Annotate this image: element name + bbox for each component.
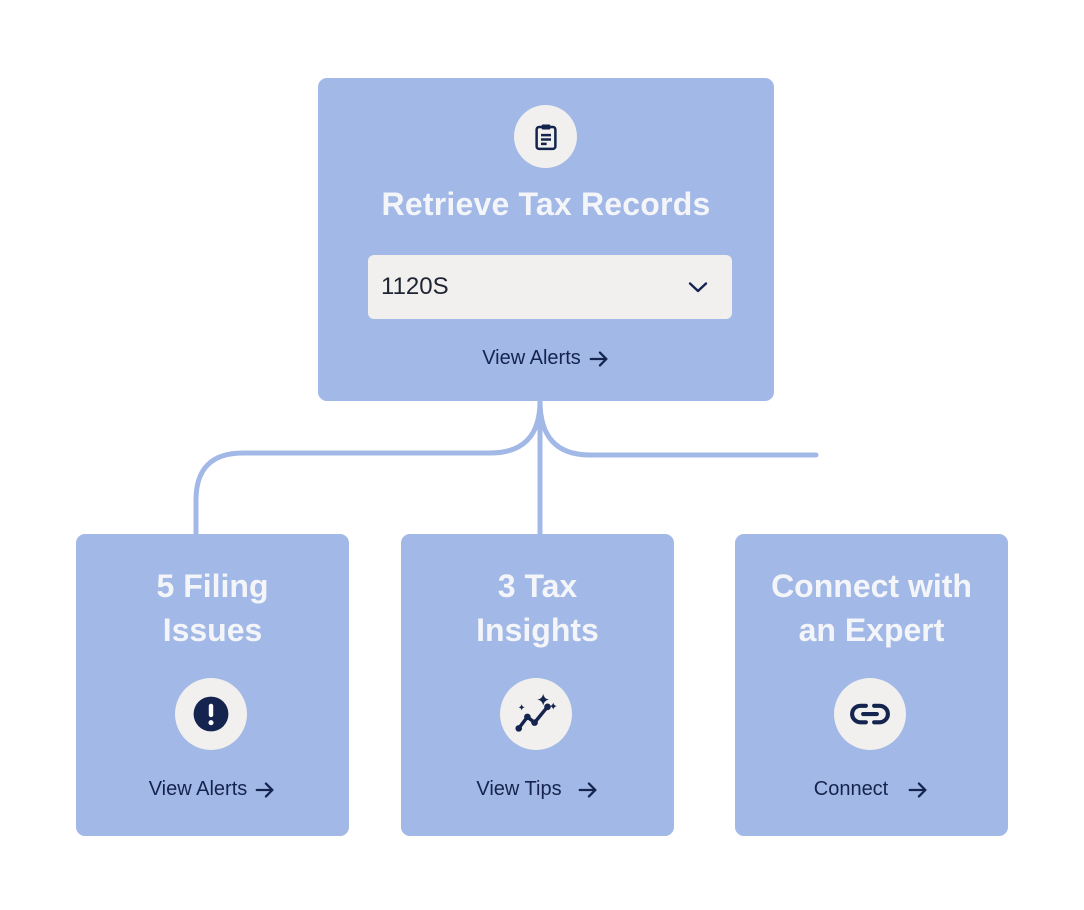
connector-left bbox=[193, 398, 543, 537]
view-tips-link[interactable]: View Tips bbox=[401, 778, 674, 801]
retrieve-tax-records-card: Retrieve Tax Records 1120S View Alerts bbox=[318, 78, 774, 401]
view-tips-label: View Tips bbox=[476, 778, 562, 800]
connect-label: Connect bbox=[813, 778, 889, 800]
filing-issues-title-line1: 5 Filing bbox=[156, 568, 269, 604]
connect-link[interactable]: Connect bbox=[735, 778, 1008, 801]
main-view-alerts-link[interactable]: View Alerts bbox=[318, 347, 774, 370]
tax-form-select-value: 1120S bbox=[381, 273, 449, 300]
exclamation-icon-circle bbox=[175, 678, 247, 750]
link-icon bbox=[850, 703, 890, 725]
tax-insights-card: 3 Tax Insights View Tips bbox=[401, 534, 674, 836]
chevron-down-icon bbox=[688, 282, 708, 293]
filing-issues-title: 5 Filing Issues bbox=[76, 564, 349, 652]
filing-issues-view-alerts-link[interactable]: View Alerts bbox=[76, 778, 349, 801]
tax-insights-title: 3 Tax Insights bbox=[401, 564, 674, 652]
tax-insights-title-line2: Insights bbox=[476, 612, 599, 648]
connect-expert-title: Connect with an Expert bbox=[735, 564, 1008, 652]
tax-insights-title-line1: 3 Tax bbox=[497, 568, 578, 604]
clipboard-icon bbox=[534, 124, 557, 150]
sparkle-trend-icon bbox=[515, 693, 557, 732]
filing-issues-card: 5 Filing Issues View Alerts bbox=[76, 534, 349, 836]
tax-form-select[interactable]: 1120S bbox=[368, 255, 732, 319]
arrow-right-icon bbox=[255, 781, 274, 798]
link-icon-circle bbox=[834, 678, 906, 750]
main-view-alerts-label: View Alerts bbox=[482, 347, 581, 369]
arrow-right-icon bbox=[589, 350, 608, 367]
arrow-right-icon bbox=[908, 781, 927, 798]
arrow-right-icon bbox=[578, 781, 597, 798]
filing-issues-title-line2: Issues bbox=[162, 612, 263, 648]
connect-expert-title-line2: an Expert bbox=[798, 612, 945, 648]
exclamation-icon bbox=[193, 696, 229, 732]
connector-right bbox=[537, 398, 819, 458]
filing-issues-view-alerts-label: View Alerts bbox=[148, 778, 248, 800]
connect-expert-title-line1: Connect with bbox=[771, 568, 972, 604]
connect-expert-card: Connect with an Expert Connect bbox=[735, 534, 1008, 836]
sparkle-trend-icon-circle bbox=[500, 678, 572, 750]
clipboard-icon-circle bbox=[514, 105, 577, 168]
page-title: Retrieve Tax Records bbox=[381, 186, 711, 222]
